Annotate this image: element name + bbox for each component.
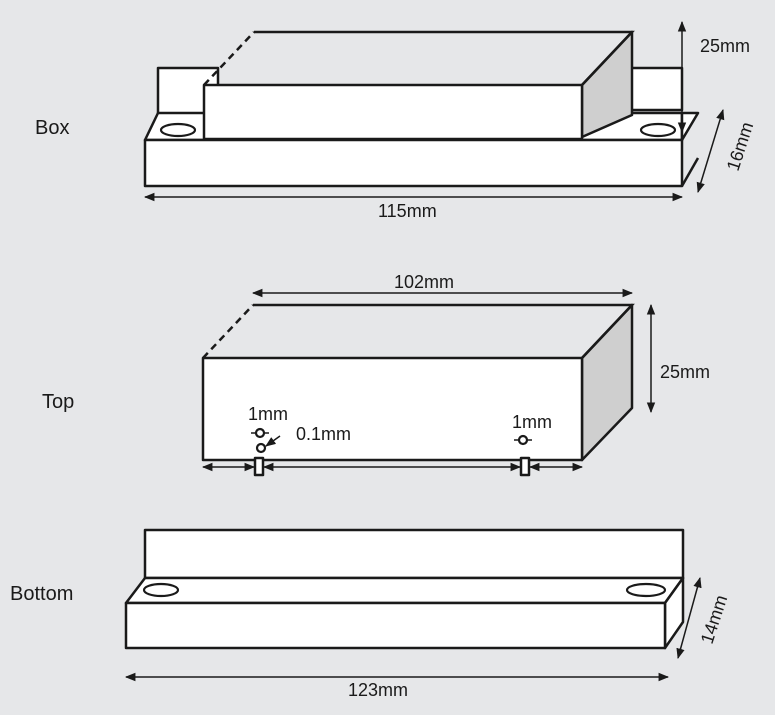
top-right-hole-label: 1mm (512, 412, 552, 432)
box-block-hidden-edge (203, 31, 255, 86)
bottom-left-hole (142, 582, 180, 598)
bottom-depth-label: 14mm (697, 592, 731, 646)
box-depth-label: 16mm (723, 119, 757, 173)
box-depth-dimension (696, 108, 725, 194)
box-left-hole (159, 122, 197, 138)
box-right-hole (639, 122, 677, 138)
top-gap-label: 0.1mm (296, 424, 351, 444)
box-view-label: Box (35, 117, 69, 139)
bottom-base-top-face (124, 576, 685, 605)
box-base-depth-edge (680, 157, 700, 187)
top-right-hole-circle (517, 434, 529, 446)
box-base-front-face (143, 138, 684, 188)
box-block-front-face (202, 83, 584, 141)
box-view: 115mm 25mm 16mm Box (35, 20, 757, 221)
bottom-view-label: Bottom (10, 583, 73, 605)
top-gap-leader (265, 435, 281, 447)
bottom-length-label: 123mm (348, 680, 408, 700)
top-left-hole-label: 1mm (248, 404, 288, 424)
box-right-tab (628, 66, 684, 112)
top-right-position-marker (519, 456, 531, 477)
bottom-view: 14mm 123mm Bottom (10, 528, 731, 700)
top-left-position-marker (253, 456, 265, 477)
bottom-depth-dimension (676, 576, 702, 660)
top-height-label: 25mm (660, 362, 710, 382)
box-height-label: 25mm (700, 36, 750, 56)
top-block-hidden-edge (202, 304, 254, 359)
bottom-base-front-face (124, 601, 667, 650)
top-left-gap-circle (255, 442, 267, 454)
box-length-label: 115mm (378, 201, 437, 221)
bottom-right-hole (625, 582, 667, 598)
top-view-label: Top (42, 391, 74, 413)
top-view: 102mm 25mm 1mm 0.1mm 1mm Top (42, 272, 710, 477)
top-block-top-edge (253, 303, 635, 359)
top-block-side-face (580, 303, 634, 462)
top-left-hole-circle (254, 427, 266, 439)
bottom-back-block (143, 528, 685, 580)
top-length-label: 102mm (394, 272, 454, 292)
box-base-side-face (680, 111, 700, 142)
box-block-top-edge (254, 30, 635, 86)
